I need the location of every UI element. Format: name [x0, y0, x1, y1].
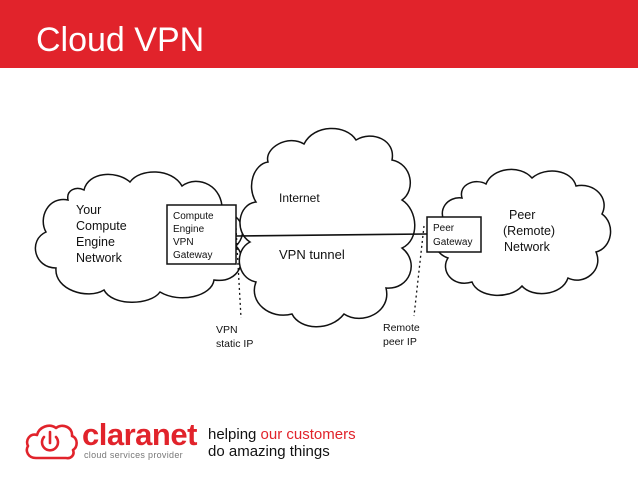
brand-subtitle: cloud services provider: [84, 450, 183, 460]
tagline: helping our customers do amazing things: [208, 426, 356, 460]
tagline-highlight: our customers: [260, 426, 356, 443]
tagline-line-2: do amazing things: [208, 443, 330, 460]
vpn-ip-dotted-line: [235, 227, 242, 319]
left-cloud-label-line: Your: [76, 203, 101, 217]
peer-gateway-label-line: Peer: [433, 223, 455, 234]
page-title: Cloud VPN: [36, 21, 205, 59]
tagline-plain: helping: [208, 426, 261, 443]
peer-gateway-label-line: Gateway: [433, 237, 472, 248]
vpn-ip-label-line: static IP: [216, 338, 253, 350]
footer: claranet cloud services provider helping…: [0, 410, 638, 479]
right-cloud-label-line: (Remote): [503, 224, 555, 238]
remote-ip-dotted-line: [413, 225, 425, 317]
remote-ip-label-line: peer IP: [383, 336, 417, 348]
left-cloud-label-line: Network: [76, 251, 123, 265]
compute-gateway-box: [166, 204, 237, 265]
right-cloud-label-line: Peer: [509, 208, 535, 222]
compute-gateway-label-line: Gateway: [173, 250, 212, 261]
compute-gateway-label-line: Engine: [173, 224, 205, 235]
vpn-diagram: Your Compute Engine Network Compute Engi…: [34, 127, 612, 350]
remote-ip-label-line: Remote: [383, 322, 420, 334]
left-cloud-label-line: Engine: [76, 235, 115, 249]
compute-gateway-label-line: Compute: [173, 211, 214, 222]
left-cloud-label-line: Compute: [76, 219, 127, 233]
brand-name: claranet: [82, 417, 197, 452]
title-bar: Cloud VPN: [0, 0, 638, 68]
vpn-ip-label-line: VPN: [216, 324, 238, 336]
claranet-cloud-power-icon: [25, 424, 78, 460]
compute-gateway-label-line: VPN: [173, 237, 194, 248]
right-cloud-shape: [433, 168, 612, 297]
right-cloud-label-line: Network: [504, 240, 551, 254]
vpn-tunnel-line: [235, 233, 428, 237]
internet-label: Internet: [279, 191, 320, 205]
vpn-tunnel-label: VPN tunnel: [279, 247, 345, 262]
internet-cloud-shape: [238, 127, 416, 328]
tagline-line-1: helping our customers: [208, 426, 356, 443]
peer-gateway-box: [426, 216, 482, 253]
